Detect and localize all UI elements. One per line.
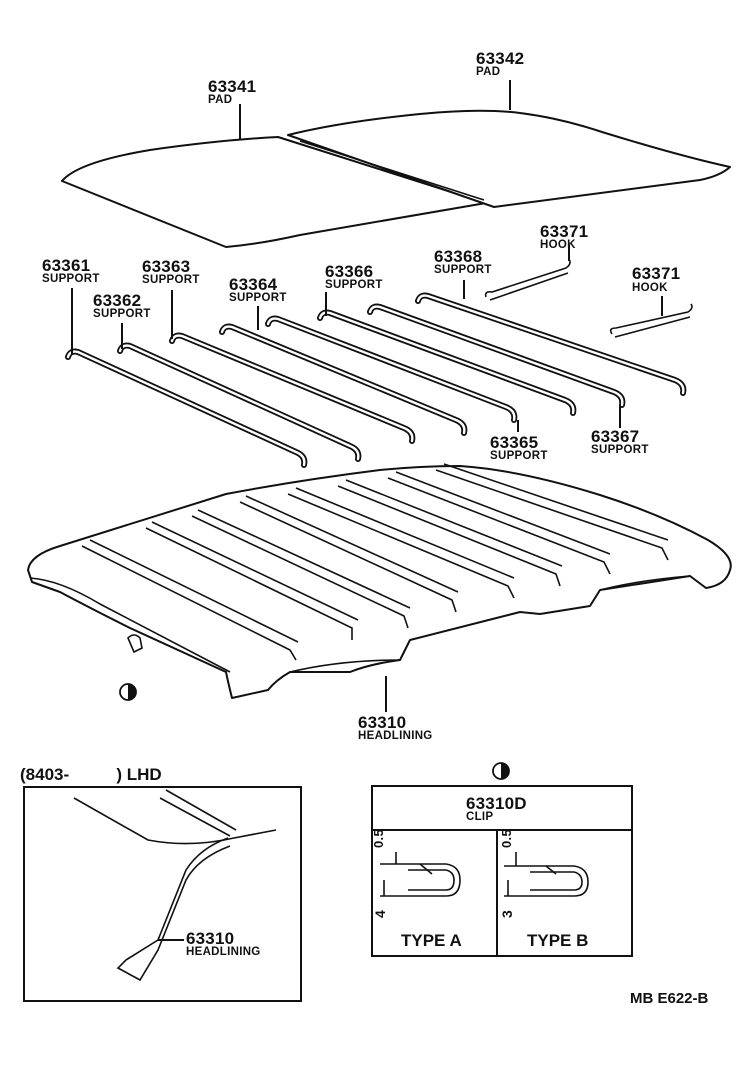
part-name-hook-a: HOOK — [540, 239, 576, 251]
inset-lhd-part-number: 63310 — [186, 929, 235, 948]
part-number-63362: 63362 — [93, 291, 142, 310]
part-name-support-63367: SUPPORT — [591, 444, 649, 456]
support-rod-63361 — [65, 348, 308, 468]
support-rod-63363 — [169, 332, 416, 444]
part-name-support-63361: SUPPORT — [42, 273, 100, 285]
support-rod-63364 — [219, 323, 468, 436]
hook-63371-b — [609, 303, 693, 335]
clip-symbol-icon — [492, 762, 510, 780]
hook-63371-a — [484, 258, 571, 298]
headlining-panel — [27, 463, 732, 699]
clip-type-a-label: TYPE A — [401, 931, 462, 950]
part-number-63342: 63342 — [476, 49, 525, 68]
diagram-code: MB E622-B — [630, 990, 709, 1007]
part-number-63367: 63367 — [591, 427, 640, 446]
pad-rear — [287, 109, 731, 208]
clip-a-dim-bottom: 4 — [372, 909, 388, 918]
part-number-63361: 63361 — [42, 256, 91, 275]
part-name-hook-b: HOOK — [632, 282, 668, 294]
part-name-support-63364: SUPPORT — [229, 292, 287, 304]
support-rod-63366 — [317, 309, 577, 416]
hook-parts — [484, 258, 693, 338]
clip-symbol-icon — [119, 683, 137, 701]
part-number-63363: 63363 — [142, 257, 191, 276]
inset-lhd-box — [23, 786, 302, 1002]
clip-type-b-label: TYPE B — [527, 931, 589, 950]
part-name-pad-front: PAD — [208, 94, 233, 106]
support-rod-63368 — [415, 292, 687, 396]
part-number-63341: 63341 — [208, 77, 257, 96]
inset-clip-box — [371, 785, 633, 957]
part-number-63364: 63364 — [229, 275, 278, 294]
clip-b-dim-bottom: 3 — [499, 909, 515, 918]
clip-part-number: 63310D — [466, 794, 527, 813]
part-name-pad-rear: PAD — [476, 66, 501, 78]
inset-lhd-part-name: HEADLINING — [186, 946, 261, 958]
part-name-support-63362: SUPPORT — [93, 308, 151, 320]
part-name-support-63368: SUPPORT — [434, 264, 492, 276]
part-name-headlining: HEADLINING — [358, 730, 433, 742]
clip-part-name: CLIP — [466, 811, 494, 823]
clip-b-dim-top: 0.5 — [499, 829, 514, 848]
clip-a-dim-top: 0.5 — [371, 829, 386, 848]
part-number-63368: 63368 — [434, 247, 483, 266]
support-rods — [65, 292, 687, 468]
part-name-support-63366: SUPPORT — [325, 279, 383, 291]
part-number-63371-b: 63371 — [632, 264, 681, 283]
leader-lines — [71, 80, 663, 712]
support-rod-63365 — [265, 315, 518, 423]
part-number-63366: 63366 — [325, 262, 374, 281]
part-number-63365: 63365 — [490, 433, 539, 452]
support-rod-63367 — [367, 303, 626, 408]
part-name-support-63363: SUPPORT — [142, 274, 200, 286]
part-number-63310: 63310 — [358, 713, 407, 732]
part-number-63371-a: 63371 — [540, 222, 589, 241]
inset-lhd-header: (8403- ) LHD — [20, 765, 162, 784]
part-name-support-63365: SUPPORT — [490, 450, 548, 462]
